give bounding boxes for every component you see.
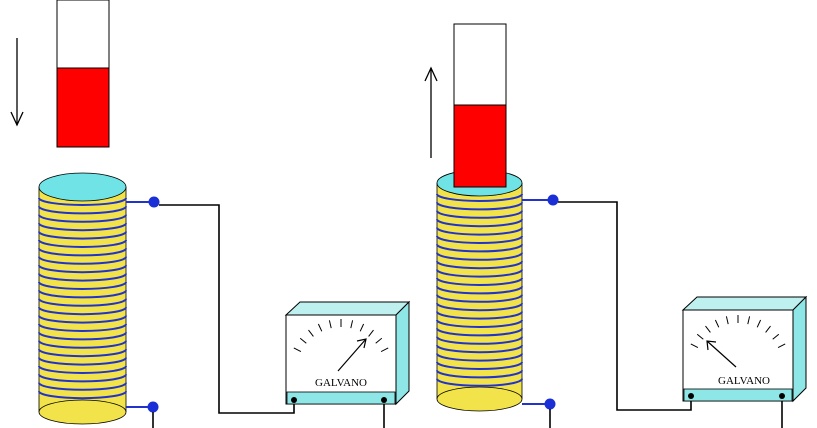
arrow-down-icon bbox=[10, 38, 24, 127]
coil-turn bbox=[38, 323, 127, 332]
coil-turn bbox=[436, 302, 523, 312]
coil-turn bbox=[38, 197, 127, 206]
scale-tick bbox=[747, 316, 751, 325]
coil-winding bbox=[38, 197, 127, 400]
scale-tick bbox=[690, 343, 699, 349]
galvano-label: GALVANO bbox=[315, 377, 367, 389]
scale-tick bbox=[725, 316, 729, 325]
coil-turn bbox=[436, 210, 523, 219]
galvanometer: GALVANO bbox=[284, 300, 411, 406]
scale-tick bbox=[696, 333, 704, 340]
coil-turn bbox=[436, 227, 523, 236]
coil-turn bbox=[38, 382, 127, 391]
terminal-top bbox=[148, 196, 160, 208]
scale-tick bbox=[756, 319, 762, 328]
galvanometer-scale bbox=[293, 319, 389, 353]
scale-tick bbox=[299, 337, 307, 344]
scale-tick bbox=[375, 337, 383, 344]
coil-turn bbox=[38, 357, 127, 366]
coil-turn bbox=[436, 311, 523, 320]
coil-turn bbox=[436, 193, 523, 202]
panel-right: GALVANO bbox=[424, 23, 808, 428]
scale-tick bbox=[317, 323, 323, 332]
terminal-bottom bbox=[147, 401, 159, 413]
scale-tick bbox=[328, 320, 332, 329]
coil-turn bbox=[436, 244, 523, 253]
coil-turn bbox=[436, 218, 523, 228]
coil bbox=[436, 169, 523, 412]
galvano-label: GALVANO bbox=[718, 375, 770, 387]
scale-tick bbox=[772, 333, 780, 340]
coil-turn bbox=[38, 239, 127, 248]
coil-turn bbox=[38, 264, 127, 274]
coil-turn bbox=[38, 222, 127, 232]
scale-tick bbox=[705, 325, 711, 333]
coil-turn bbox=[38, 248, 127, 257]
coil-turn bbox=[38, 231, 127, 240]
coil-turn bbox=[436, 361, 523, 370]
coil-turn bbox=[38, 206, 127, 215]
coil-turn bbox=[38, 348, 127, 358]
coil-turn bbox=[38, 315, 127, 324]
coil-turn bbox=[436, 378, 523, 387]
coil-turn bbox=[38, 306, 127, 316]
galvanometer-scale bbox=[690, 315, 786, 349]
coil-turn bbox=[38, 374, 127, 383]
coil-turn bbox=[436, 202, 523, 211]
coil-turn bbox=[38, 298, 127, 307]
coil-turn bbox=[436, 370, 523, 379]
coil-turn bbox=[436, 252, 523, 261]
scale-tick bbox=[293, 347, 302, 353]
coil-turn bbox=[436, 344, 523, 354]
coil-turn bbox=[436, 277, 523, 286]
bar-magnet bbox=[56, 0, 110, 148]
coil-turn bbox=[436, 336, 523, 345]
coil-turn bbox=[436, 328, 523, 337]
coil-turn bbox=[436, 235, 523, 244]
coil-turn bbox=[38, 365, 127, 374]
coil-turn bbox=[38, 214, 127, 223]
coil-leads bbox=[522, 199, 552, 405]
scale-tick bbox=[368, 329, 374, 337]
scale-tick bbox=[308, 329, 314, 337]
scale-tick bbox=[359, 323, 365, 332]
coil-turn bbox=[38, 273, 127, 282]
scale-tick bbox=[380, 347, 389, 353]
terminal-bottom bbox=[544, 398, 556, 410]
terminal-top bbox=[547, 194, 559, 206]
coil-turn bbox=[436, 294, 523, 303]
circuit-wire bbox=[152, 204, 385, 428]
coil-turn bbox=[38, 390, 127, 400]
coil-turn bbox=[436, 353, 523, 362]
coil-turn bbox=[436, 319, 523, 328]
coil-turn bbox=[436, 286, 523, 295]
arrow-up-icon bbox=[424, 66, 438, 158]
panel-left: GALVANO bbox=[10, 0, 411, 428]
coil-turn bbox=[38, 256, 127, 265]
coil-turn bbox=[38, 332, 127, 341]
coil-turn bbox=[436, 269, 523, 278]
scale-tick bbox=[714, 319, 720, 328]
bar-magnet bbox=[453, 23, 507, 188]
scale-tick bbox=[350, 320, 354, 329]
galvanometer: GALVANO bbox=[681, 295, 808, 403]
coil-turn bbox=[38, 340, 127, 349]
scale-tick bbox=[765, 325, 771, 333]
needle-icon bbox=[706, 340, 737, 368]
coil-turn bbox=[38, 281, 127, 290]
coil-leads bbox=[126, 201, 153, 408]
coil-turn bbox=[436, 260, 523, 270]
coil bbox=[38, 172, 127, 425]
coil-winding bbox=[436, 193, 523, 387]
needle-icon bbox=[337, 338, 367, 372]
scale-tick bbox=[777, 343, 786, 349]
coil-turn bbox=[38, 290, 127, 299]
